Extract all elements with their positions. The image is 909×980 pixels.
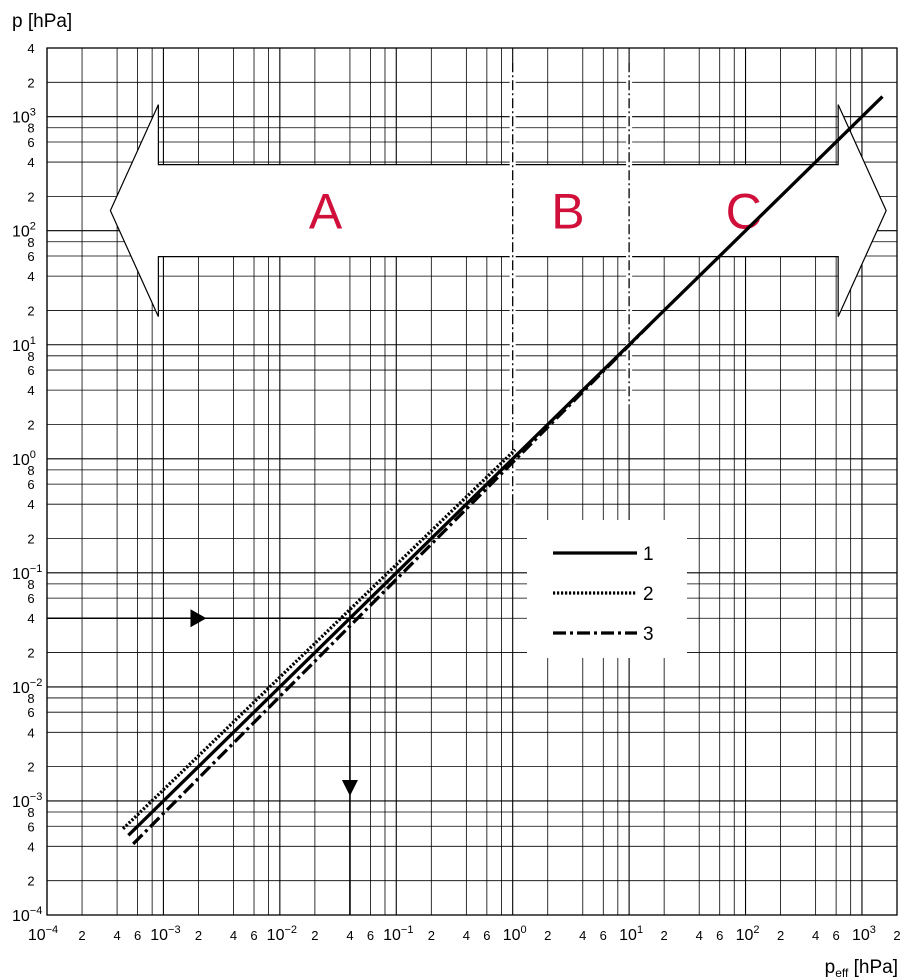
x-tick-label-major: 10−2: [267, 924, 297, 944]
x-tick-label-minor: 6: [716, 928, 723, 943]
x-tick-label-minor: 4: [346, 928, 353, 943]
x-tick-label-major: 10−1: [383, 924, 413, 944]
y-tick-label-major: 101: [12, 335, 36, 355]
y-tick-label-minor: 6: [27, 591, 34, 606]
x-tick-label-major: 10−3: [150, 924, 180, 944]
x-tick-label-major: 102: [736, 924, 760, 944]
y-tick-label-minor: 8: [27, 121, 34, 136]
y-tick-label-minor: 4: [27, 839, 34, 854]
y-tick-label-minor: 6: [27, 363, 34, 378]
x-tick-label-minor: 6: [367, 928, 374, 943]
y-tick-label-minor: 8: [27, 235, 34, 250]
y-tick-label-major: 102: [12, 221, 36, 241]
y-tick-label-minor: 6: [27, 819, 34, 834]
x-tick-label-major: 100: [503, 924, 527, 944]
y-tick-label-minor: 8: [27, 577, 34, 592]
zone-dividers: [509, 62, 633, 505]
x-tick-label-major: 103: [852, 924, 876, 944]
x-tick-label-minor: 6: [483, 928, 490, 943]
series-lines: [121, 95, 884, 846]
y-tick-label-minor: 2: [27, 417, 34, 432]
series-line-1: [127, 95, 884, 837]
tick-labels: 10−410−310−210−1100101102103246824682468…: [12, 41, 901, 944]
x-tick-label-minor: 4: [463, 928, 470, 943]
x-tick-label-minor: 2: [428, 928, 435, 943]
y-tick-label-major: 10−4: [12, 905, 42, 925]
x-tick-label-minor: 4: [230, 928, 237, 943]
y-tick-label-minor: 2: [27, 189, 34, 204]
legend-box: [527, 520, 687, 658]
y-tick-label-minor: 6: [27, 135, 34, 150]
reading-arrowhead-right: [190, 609, 207, 628]
reading-arrowhead-down: [341, 779, 358, 796]
legend-label-1: 1: [643, 544, 654, 565]
y-tick-label-minor: 6: [27, 477, 34, 492]
y-tick-label-minor: 4: [27, 611, 34, 626]
y-axis-title: p [hPa]: [12, 11, 72, 32]
x-tick-label-minor: 4: [696, 928, 703, 943]
zone-label-b: B: [551, 184, 584, 240]
x-tick-label-minor: 2: [78, 928, 85, 943]
y-tick-label-minor: 8: [27, 691, 34, 706]
y-tick-label-major: 10−2: [12, 677, 42, 697]
x-tick-label-minor: 2: [777, 928, 784, 943]
x-tick-label-minor: 2: [661, 928, 668, 943]
y-tick-label-minor: 8: [27, 463, 34, 478]
y-tick-label-minor: 4: [27, 155, 34, 170]
x-tick-label-minor: 6: [250, 928, 257, 943]
x-tick-label-minor: 2: [893, 928, 900, 943]
x-axis-title: peff [hPa]: [825, 957, 898, 980]
example-reading: [47, 606, 364, 915]
legend-label-3: 3: [643, 624, 654, 645]
legend-label-2: 2: [643, 584, 654, 605]
y-tick-label-minor: 2: [27, 874, 34, 889]
plot-frame: [46, 47, 898, 916]
y-tick-label-minor: 4: [27, 497, 34, 512]
y-tick-label-minor: 4: [27, 269, 34, 284]
y-tick-label-minor: 2: [27, 75, 34, 90]
y-tick-label-minor: 6: [27, 249, 34, 264]
y-tick-label-minor: 4: [27, 383, 34, 398]
zone-arrow-shape: [109, 104, 887, 317]
x-tick-label-minor: 2: [195, 928, 202, 943]
x-tick-label-minor: 4: [113, 928, 120, 943]
x-tick-label-minor: 2: [311, 928, 318, 943]
series-line-2: [121, 448, 517, 830]
x-tick-label-minor: 4: [579, 928, 586, 943]
y-tick-label-minor: 4: [27, 725, 34, 740]
y-tick-label-minor: 2: [27, 532, 34, 547]
x-tick-label-major: 10−4: [28, 924, 58, 944]
zone-label-a: A: [309, 184, 343, 240]
y-tick-label-major: 103: [12, 107, 36, 127]
y-tick-label-minor: 2: [27, 646, 34, 661]
y-tick-label-minor: 6: [27, 705, 34, 720]
y-tick-label-major: 10−1: [12, 563, 42, 583]
y-tick-label-major: 10−3: [12, 791, 42, 811]
legend: 1 2 3: [527, 520, 687, 658]
y-tick-label-minor: 2: [27, 303, 34, 318]
x-tick-label-minor: 6: [600, 928, 607, 943]
x-tick-label-minor: 6: [833, 928, 840, 943]
x-tick-label-minor: 6: [134, 928, 141, 943]
x-tick-label-major: 101: [619, 924, 643, 944]
y-tick-label-minor: 2: [27, 760, 34, 775]
x-tick-label-minor: 4: [812, 928, 819, 943]
x-tick-label-minor: 2: [544, 928, 551, 943]
y-tick-label-minor: 8: [27, 349, 34, 364]
axis-titles: p [hPa] peff [hPa]: [12, 11, 898, 980]
y-tick-label-minor: 4: [27, 41, 34, 56]
y-tick-label-minor: 8: [27, 805, 34, 820]
y-tick-label-major: 100: [12, 449, 36, 469]
series-line-3: [132, 323, 651, 846]
